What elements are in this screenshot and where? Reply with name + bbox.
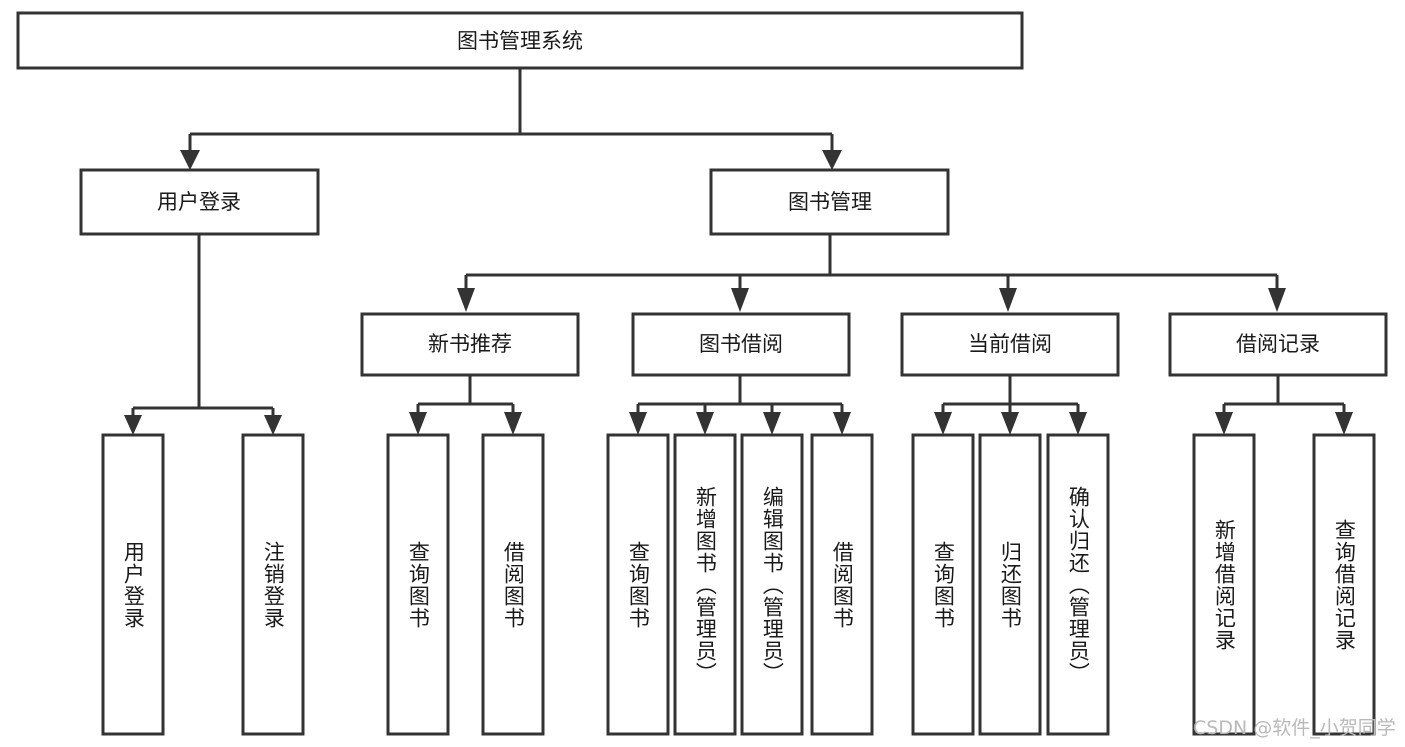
connector-group-current-borrow — [934, 376, 1087, 435]
node-user-login[interactable]: 用户登录 — [79, 168, 320, 236]
arrow-to-leaf-add-book — [696, 412, 714, 435]
leaf-query-book-3-box[interactable] — [911, 433, 975, 736]
arrow-to-leaf-query-book-2 — [629, 412, 647, 435]
node-borrow-record-box[interactable] — [1168, 312, 1388, 377]
node-current-borrow-box[interactable] — [900, 312, 1120, 377]
arrow-to-leaf-return-book — [1001, 412, 1019, 435]
leaf-query-record-box[interactable] — [1312, 433, 1376, 736]
node-user-login-box[interactable] — [79, 168, 320, 236]
arrow-root-to-user-login — [180, 150, 200, 170]
arrow-to-new-book-recommend — [457, 288, 475, 312]
leaf-query-book-2-box[interactable] — [606, 433, 670, 736]
node-new-book-recommend-label: 新书推荐 — [428, 332, 512, 356]
connector-group-root — [180, 68, 842, 170]
leaf-borrow-book-1-box[interactable] — [481, 433, 545, 736]
connector-group-user-login — [124, 234, 282, 435]
arrow-root-to-book-manage — [822, 150, 842, 170]
arrow-to-leaf-query-record — [1335, 412, 1353, 435]
node-borrow-record[interactable]: 借阅记录 — [1168, 312, 1388, 377]
arrow-to-leaf-query-book-1 — [409, 412, 427, 435]
connector-group-new-book-recommend — [409, 376, 522, 435]
node-root[interactable]: 图书管理系统 — [16, 11, 1024, 70]
connector-group-book-borrow — [629, 376, 851, 435]
arrow-to-book-borrow — [731, 288, 749, 312]
node-root-box[interactable] — [16, 11, 1024, 70]
arrow-to-leaf-query-book-3 — [934, 412, 952, 435]
connector-group-borrow-record — [1215, 376, 1353, 435]
leaf-query-book-1-box[interactable] — [386, 433, 450, 736]
leaf-confirm-return-box[interactable] — [1046, 433, 1110, 736]
node-new-book-recommend[interactable]: 新书推荐 — [360, 312, 580, 377]
leaf-user-logout-box[interactable] — [241, 433, 305, 736]
node-book-manage-label: 图书管理 — [788, 190, 872, 214]
node-new-book-recommend-box[interactable] — [360, 312, 580, 377]
node-book-borrow-label: 图书借阅 — [699, 332, 783, 356]
leaf-user-login-box[interactable] — [101, 433, 165, 736]
arrow-to-leaf-borrow-book-1 — [504, 412, 522, 435]
arrow-to-leaf-borrow-book-2 — [833, 412, 851, 435]
node-book-borrow-box[interactable] — [631, 312, 851, 377]
leaf-borrow-book-2-box[interactable] — [810, 433, 874, 736]
node-current-borrow-label: 当前借阅 — [968, 332, 1052, 356]
node-book-borrow[interactable]: 图书借阅 — [631, 312, 851, 377]
connector-group-book-manage — [457, 234, 1286, 312]
node-current-borrow[interactable]: 当前借阅 — [900, 312, 1120, 377]
node-borrow-record-label: 借阅记录 — [1236, 332, 1320, 356]
leaf-add-book-box[interactable] — [673, 433, 737, 736]
arrow-to-borrow-record — [1268, 288, 1286, 312]
node-root-label: 图书管理系统 — [457, 29, 583, 53]
leaf-add-record-box[interactable] — [1192, 433, 1256, 736]
leaf-boxes — [101, 433, 1376, 736]
node-user-login-label: 用户登录 — [157, 190, 241, 214]
arrow-to-leaf-user-login — [124, 415, 142, 435]
arrow-to-leaf-user-logout — [264, 415, 282, 435]
leaf-edit-book-box[interactable] — [740, 433, 804, 736]
arrow-to-current-borrow — [999, 288, 1017, 312]
arrow-to-leaf-confirm-return — [1069, 412, 1087, 435]
leaf-return-book-box[interactable] — [978, 433, 1042, 736]
node-book-manage-box[interactable] — [709, 168, 950, 236]
csdn-watermark: CSDN @软件_小贺同学 — [1193, 717, 1396, 739]
node-book-manage[interactable]: 图书管理 — [709, 168, 950, 236]
arrow-to-leaf-edit-book — [763, 412, 781, 435]
arrow-to-leaf-add-record — [1215, 412, 1233, 435]
